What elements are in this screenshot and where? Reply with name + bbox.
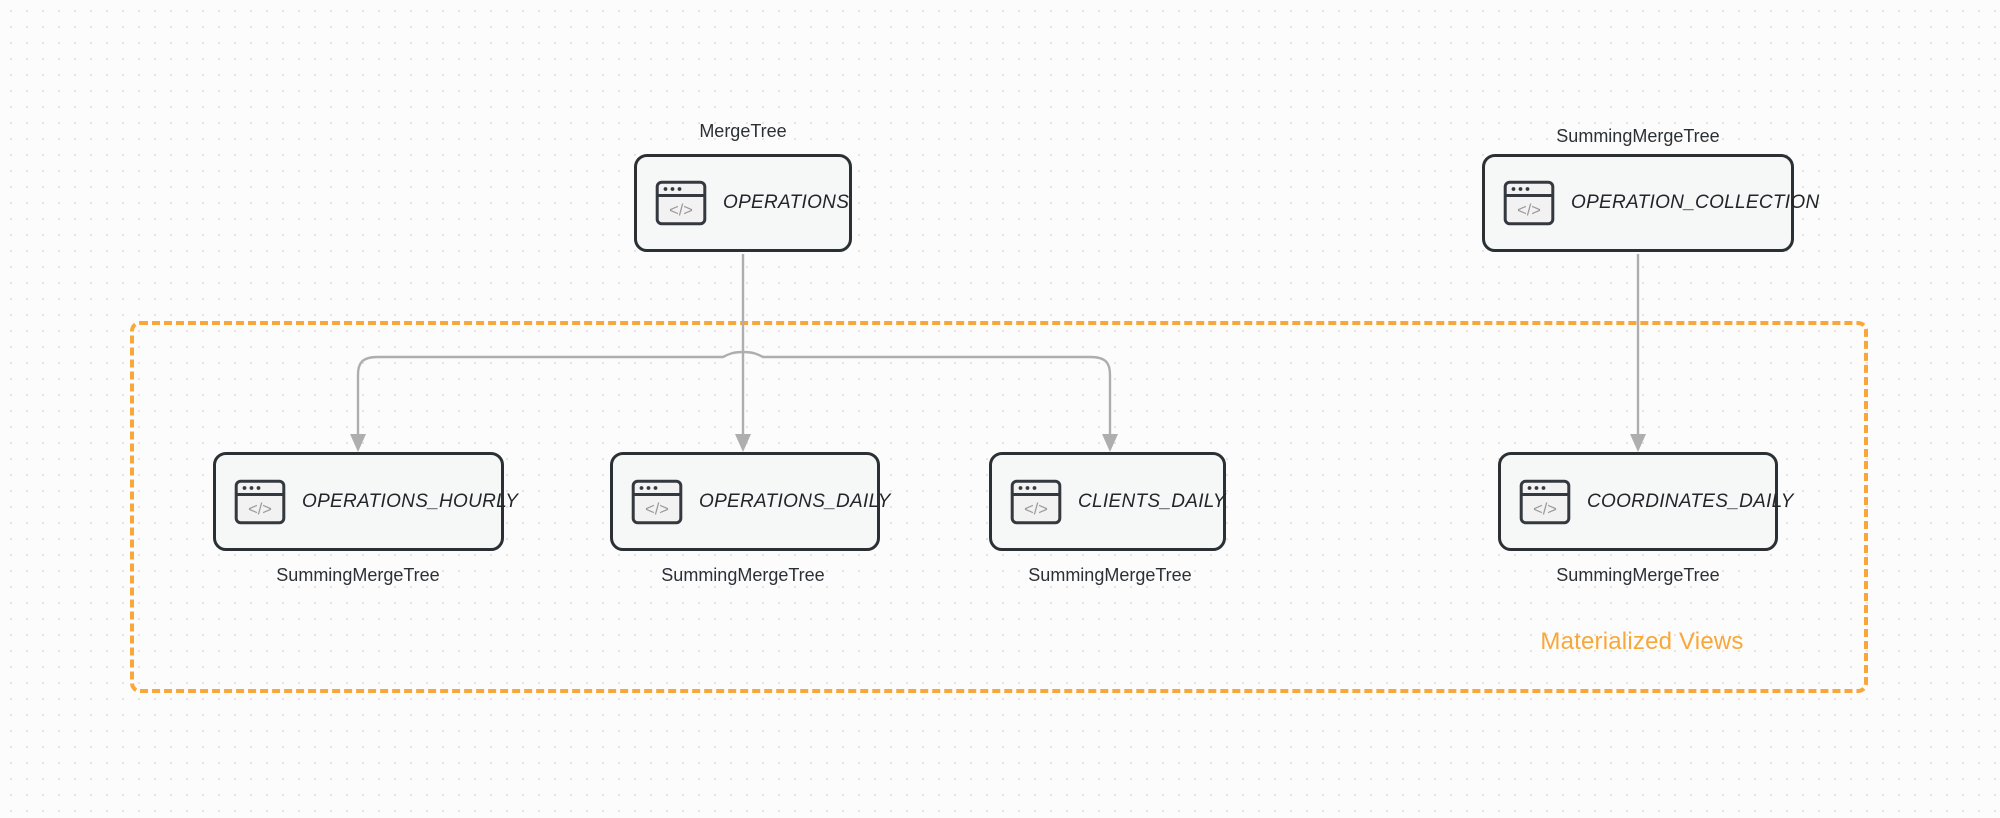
svg-text:</>: </>	[1533, 500, 1557, 518]
node-engine-operations-daily: SummingMergeTree	[661, 565, 825, 585]
node-label-operations: OPERATIONS	[723, 192, 850, 213]
node-label-operation-collection: OPERATION_COLLECTION	[1571, 192, 1820, 213]
node-label-coordinates-daily: COORDINATES_DAILY	[1587, 490, 1794, 512]
code-window-icon: </>	[631, 479, 683, 524]
materialized-views-group-label: Materialized Views	[1540, 628, 1744, 655]
node-operation-collection[interactable]: </> OPERATION_COLLECTION	[1482, 154, 1819, 252]
node-operations[interactable]: </> OPERATIONS	[634, 154, 852, 252]
materialized-views-group	[130, 321, 1868, 693]
code-window-icon: </>	[1503, 180, 1555, 226]
node-coordinates-daily[interactable]: </> COORDINATES_DAILY	[1498, 452, 1793, 551]
svg-text:</>: </>	[645, 500, 669, 518]
node-engine-operations-hourly: SummingMergeTree	[276, 565, 440, 585]
node-clients-daily[interactable]: </> CLIENTS_DAILY	[989, 452, 1226, 551]
node-operations-daily[interactable]: </> OPERATIONS_DAILY	[610, 452, 890, 551]
code-window-icon: </>	[655, 180, 707, 226]
node-label-clients-daily: CLIENTS_DAILY	[1078, 490, 1226, 512]
node-engine-operation-collection: SummingMergeTree	[1556, 126, 1720, 146]
svg-text:</>: </>	[248, 500, 272, 518]
node-engine-coordinates-daily: SummingMergeTree	[1556, 565, 1720, 585]
code-window-icon: </>	[1519, 479, 1571, 524]
svg-text:</>: </>	[669, 202, 693, 220]
svg-text:</>: </>	[1517, 202, 1541, 220]
code-window-icon: </>	[1010, 479, 1062, 524]
node-label-operations-hourly: OPERATIONS_HOURLY	[302, 490, 519, 512]
node-operations-hourly[interactable]: </> OPERATIONS_HOURLY	[213, 452, 518, 551]
svg-text:</>: </>	[1024, 500, 1048, 518]
node-engine-operations: MergeTree	[699, 121, 787, 141]
node-engine-clients-daily: SummingMergeTree	[1028, 565, 1192, 585]
code-window-icon: </>	[234, 479, 286, 524]
node-label-operations-daily: OPERATIONS_DAILY	[699, 490, 891, 512]
